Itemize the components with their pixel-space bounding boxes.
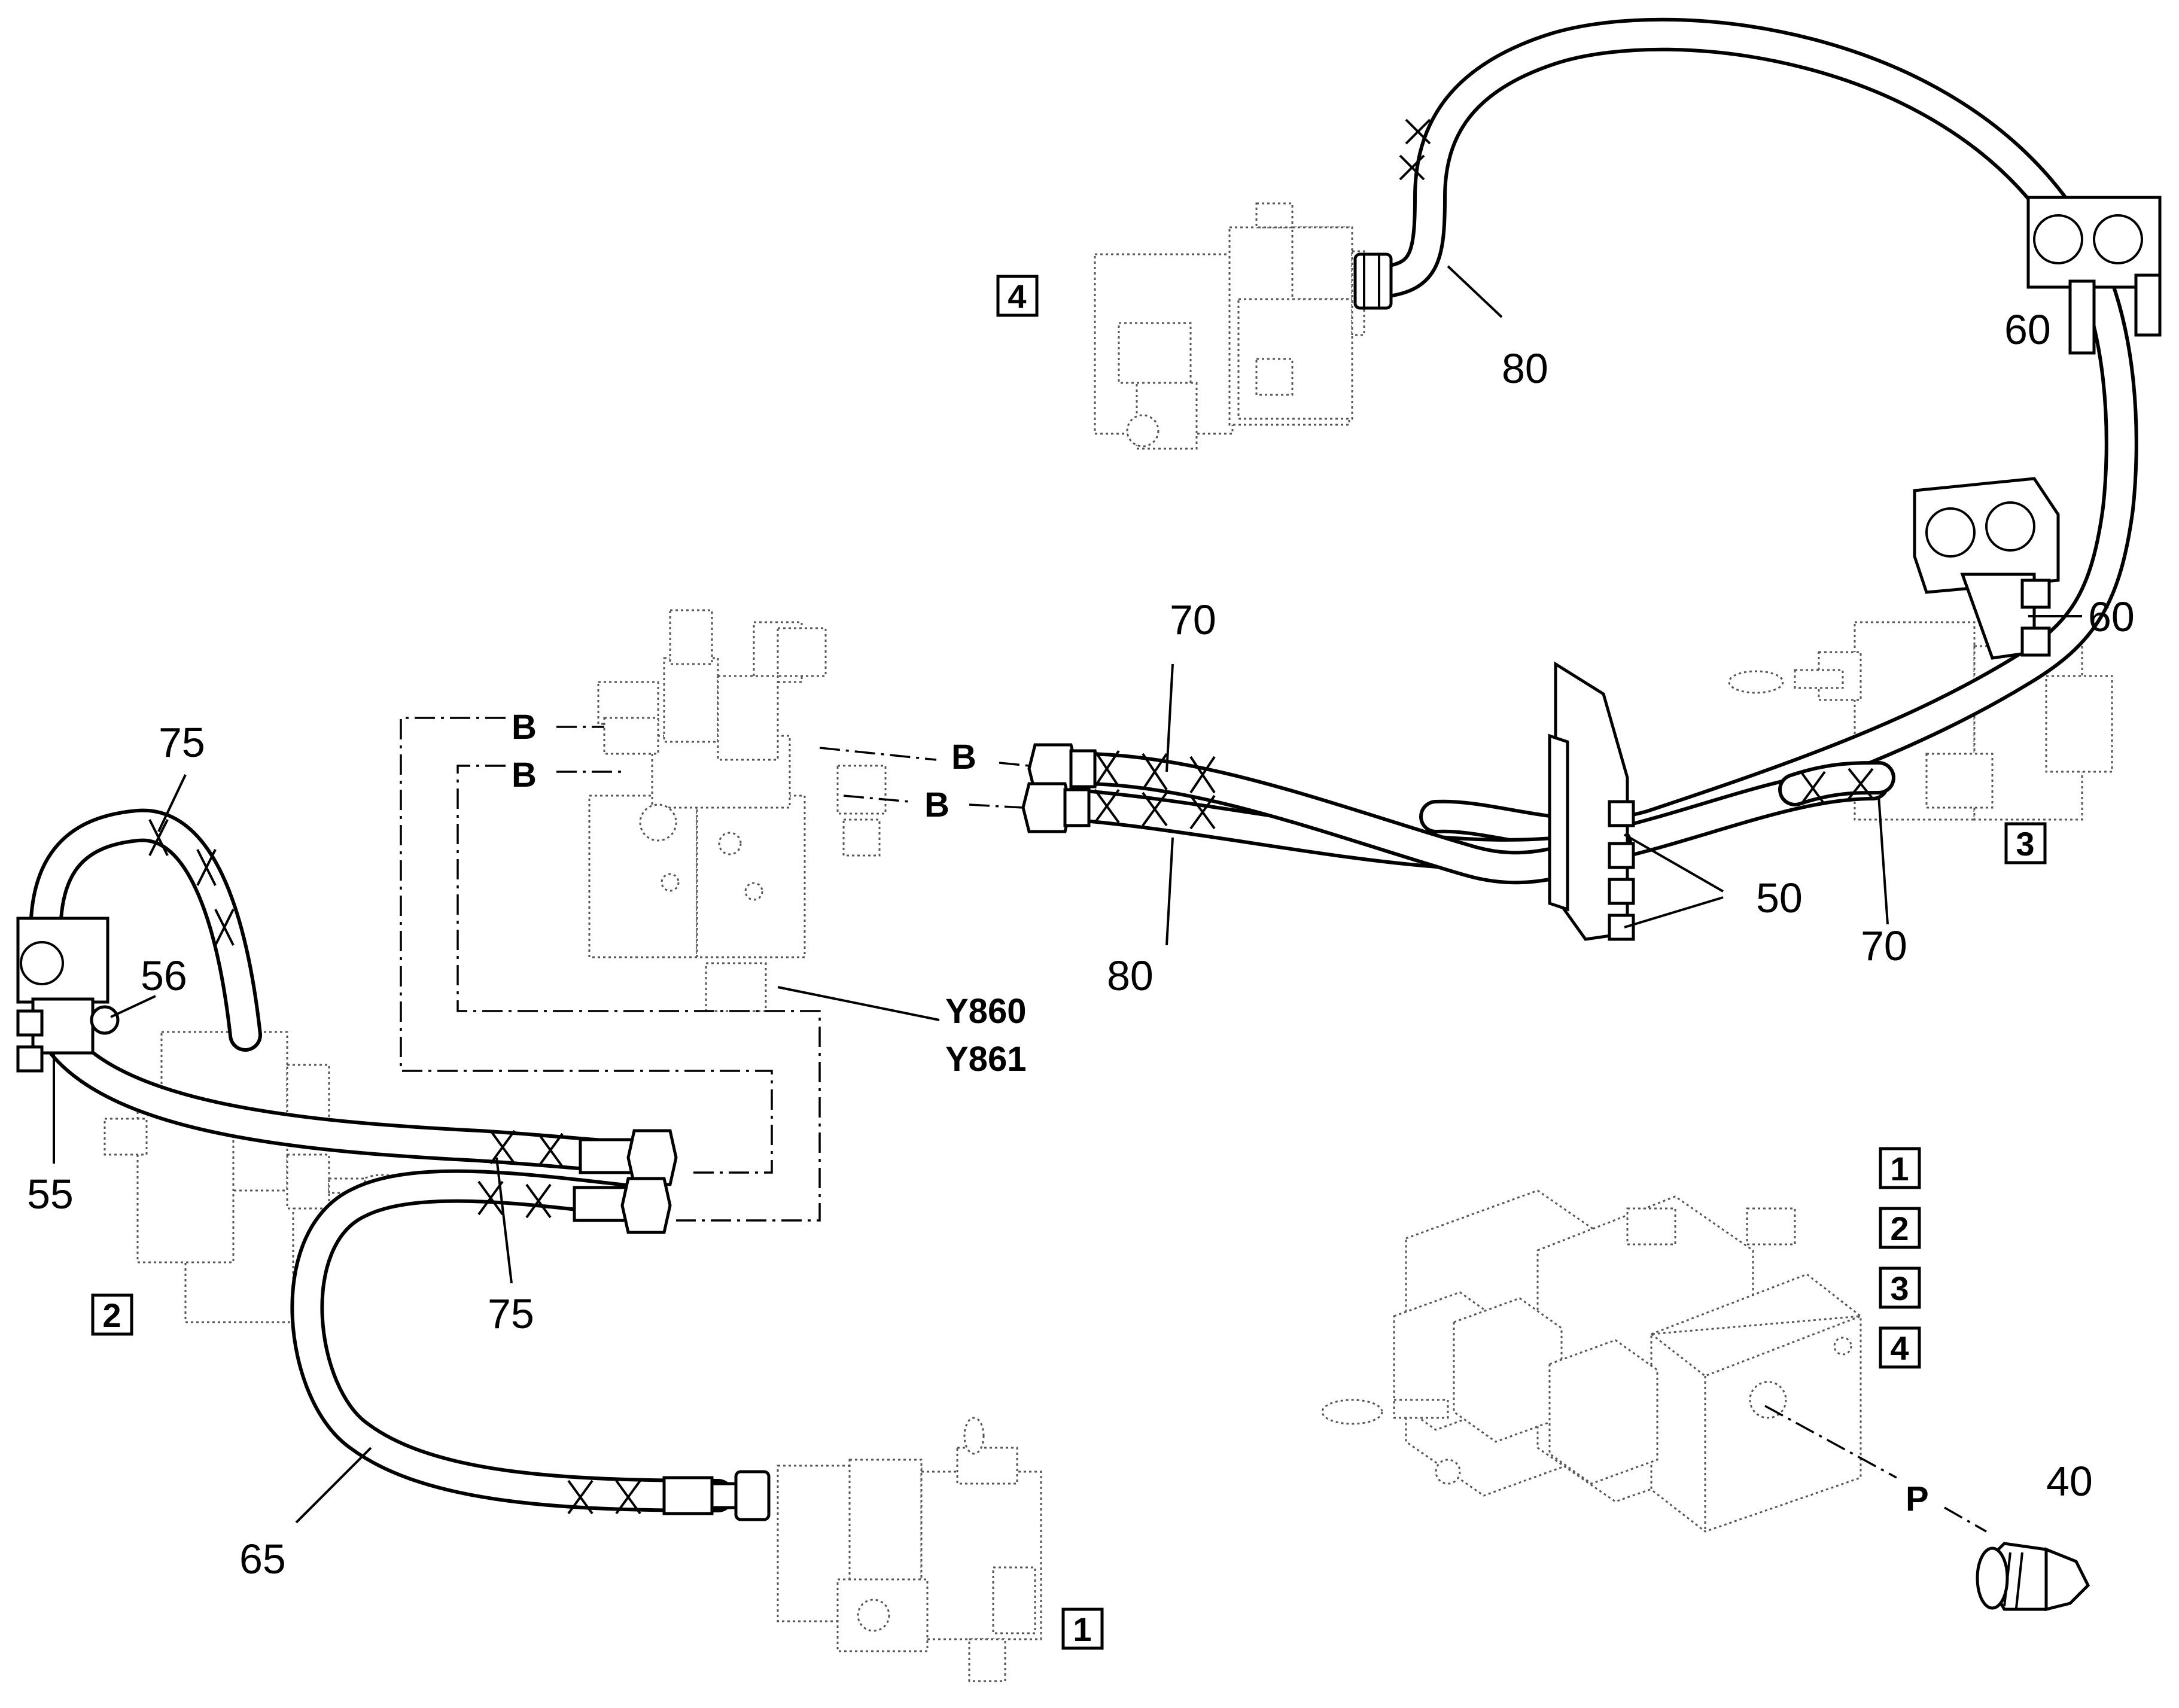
fitting-65-left xyxy=(573,1177,672,1234)
callout-56: 56 xyxy=(141,952,187,999)
connection-label-b: B xyxy=(512,756,537,794)
valve-block-view-1 xyxy=(777,1417,1042,1682)
callout-75-bottom: 75 xyxy=(488,1290,534,1337)
connection-label-b: B xyxy=(924,786,949,824)
view-box-3: 3 xyxy=(2004,822,2047,864)
leader-lines xyxy=(53,265,2082,1524)
view-box-4: 4 xyxy=(996,275,1039,317)
callout-65: 65 xyxy=(239,1536,286,1582)
callout-80-top: 80 xyxy=(1502,345,1548,392)
callout-60-top: 60 xyxy=(2004,306,2051,353)
hose-70-elbow xyxy=(1778,761,1895,806)
port-fitting-40 xyxy=(1976,1542,2090,1612)
bracket-60-top xyxy=(2026,196,2162,355)
svg-text:3: 3 xyxy=(1890,1269,1909,1307)
hose-65 xyxy=(290,1169,735,1512)
fitting-80-top xyxy=(1353,252,1393,310)
connection-line-p xyxy=(1764,1405,1987,1533)
svg-text:3: 3 xyxy=(2016,825,2034,863)
bracket-55-56 xyxy=(16,917,120,1073)
view-box-2: 2 xyxy=(91,1293,133,1336)
svg-text:1: 1 xyxy=(1890,1150,1909,1188)
solenoid-label-y860: Y860 xyxy=(945,992,1026,1031)
svg-text:2: 2 xyxy=(102,1296,121,1334)
callout-75-top: 75 xyxy=(159,719,205,766)
valve-block-center xyxy=(588,609,887,1012)
svg-text:4: 4 xyxy=(1008,278,1026,315)
hose-75-upper xyxy=(29,808,262,1052)
callout-40: 40 xyxy=(2046,1458,2093,1505)
view-box-1: 1 xyxy=(1061,1607,1104,1650)
callout-70-right: 70 xyxy=(1861,922,1907,969)
fitting-75-left-upper xyxy=(579,1129,678,1186)
connection-label-p: P xyxy=(1906,1479,1929,1518)
solenoid-label-y861: Y861 xyxy=(945,1040,1026,1079)
connection-lines-b xyxy=(400,717,1030,1222)
valve-assembly-overview xyxy=(1321,1189,1862,1533)
connection-label-b: B xyxy=(951,738,976,777)
callout-70-top: 70 xyxy=(1170,596,1216,643)
fitting-80-b xyxy=(1021,782,1091,833)
fitting-65-bottom xyxy=(662,1470,771,1521)
view-legend: 1 2 3 4 xyxy=(1879,1147,1921,1369)
callout-60-mid: 60 xyxy=(2088,593,2135,640)
svg-text:4: 4 xyxy=(1890,1329,1909,1367)
valve-block-view-4 xyxy=(1094,202,1365,450)
hose-spiral-wraps xyxy=(148,118,1874,1515)
fitting-70-b xyxy=(1027,743,1097,794)
svg-text:1: 1 xyxy=(1073,1610,1091,1648)
connection-label-b: B xyxy=(512,708,537,747)
clamp-plate-50 xyxy=(1548,661,1635,941)
bracket-60-mid xyxy=(1913,477,2060,660)
callout-55: 55 xyxy=(27,1171,74,1217)
callout-50: 50 xyxy=(1756,875,1803,921)
valve-block-view-2 xyxy=(104,1031,408,1323)
svg-text:2: 2 xyxy=(1890,1210,1909,1247)
callout-80-mid: 80 xyxy=(1107,952,1154,999)
